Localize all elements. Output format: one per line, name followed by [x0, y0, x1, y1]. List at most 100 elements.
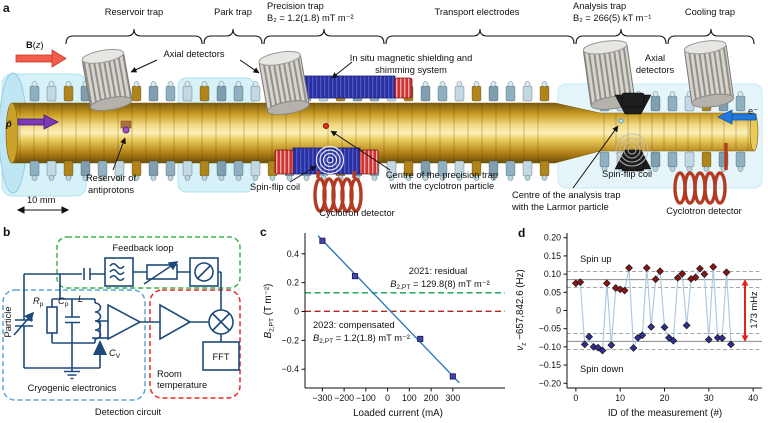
hardware-bolt [184, 81, 191, 87]
b-field-label: B(z) [26, 40, 44, 50]
hardware-bolt [439, 81, 446, 87]
d-y-tick-label: −0.20 [539, 378, 561, 388]
panel-a-apparatus: a Reservoir trap Park trap Precision tra… [0, 1, 763, 218]
label-reservoir-2: antiprotons [88, 185, 134, 195]
hardware-bolt [252, 175, 259, 181]
d-data-point-spin-down [589, 342, 598, 351]
hardware-bolt [167, 175, 174, 181]
d-data-point-spin-up [722, 268, 731, 277]
hardware-nub [539, 160, 550, 177]
c-fit-line [317, 235, 460, 384]
hardware-nub [233, 85, 244, 102]
d-data-point-spin-up [673, 273, 682, 282]
c-x-tick-label: 0 [385, 393, 390, 403]
c-data-point [351, 273, 359, 280]
cyclotron-particle [323, 123, 329, 129]
label-analysis-trap: Analysis trap [573, 1, 626, 11]
hardware-nub [735, 95, 746, 112]
phase-shifter [189, 257, 219, 287]
tube-left-cap [5, 102, 19, 164]
rp-label: Rp [33, 296, 44, 308]
hardware-bolt [269, 175, 276, 181]
arrow-spin-flip-left [289, 165, 317, 183]
hardware-bolt [31, 175, 38, 181]
label-reservoir-trap: Reservoir trap [105, 7, 163, 17]
d-yaxis-label: νz −657,842.6 (Hz) [515, 269, 528, 350]
d-data-point-spin-down [682, 321, 691, 330]
feedback-loop-box [56, 236, 241, 289]
d-y-tick-label: −0.15 [539, 360, 561, 370]
hardware-bolt [524, 175, 531, 181]
hardware-bolt [235, 175, 242, 181]
antiproton-reservoir-particle [122, 126, 130, 134]
arrow-axial-left-1 [130, 59, 158, 73]
panel-a-label: a [3, 1, 10, 15]
label-axial-right-1: Axial [645, 53, 665, 63]
c-ann-2023-line1: 2023: compensated [313, 320, 395, 330]
section-brace [667, 28, 755, 45]
cryo-amplifier [107, 303, 142, 341]
room-label-2: temperature [157, 380, 207, 390]
d-data-point-spin-down [629, 344, 638, 352]
hardware-bolt [201, 81, 208, 87]
hardware-nub [46, 160, 57, 177]
c-yaxis-label: B2,PT (T m⁻²) [263, 284, 276, 339]
hardware-nub [250, 85, 261, 102]
c-data-point [417, 335, 424, 342]
l-label: L [78, 294, 83, 304]
pbar-label: p̄ [5, 119, 12, 129]
filter-block [104, 257, 134, 287]
section-brace [575, 28, 667, 45]
d-x-tick-label: 30 [704, 393, 714, 403]
hardware-bolt [116, 175, 123, 181]
c-x-tick-label: 200 [424, 393, 439, 403]
room-label-1: Room [157, 369, 182, 379]
hardware-bolt [490, 175, 497, 181]
label-centre-pt-2: with the cyclotron particle [389, 181, 494, 191]
d-data-point-spin-down [638, 331, 647, 340]
c-y-tick-label: 0.4 [287, 249, 299, 259]
panel-d-label: d [518, 226, 525, 240]
hardware-nub [522, 85, 533, 102]
cyclotron-detector-right-coil [673, 143, 728, 205]
hardware-bolt [133, 81, 140, 87]
c-y-tick-label: 0 [294, 307, 299, 317]
d-data-point-spin-down [585, 332, 594, 341]
d-data-point-spin-up [656, 267, 664, 276]
d-spin-up-label: Spin up [580, 254, 612, 264]
b-field-arrow [15, 49, 67, 68]
d-data-point-spin-down [607, 341, 616, 349]
axial-detector-precision [258, 50, 310, 116]
label-spin-flip-left: Spin-flip coil [250, 182, 300, 192]
hardware-nub [148, 160, 159, 177]
label-centre-at-2: with the Larmor particle [511, 202, 609, 212]
hardware-bolt [82, 175, 89, 181]
axial-detector-cooling [683, 40, 735, 108]
d-data-point-spin-up [625, 264, 633, 272]
label-axial-detectors-left: Axial detectors [164, 49, 225, 59]
hardware-bolt [422, 81, 429, 87]
hardware-bolt [218, 175, 225, 181]
hardware-bolt [65, 81, 72, 87]
d-data-point-spin-up [696, 264, 704, 273]
particle-label: Particle [3, 306, 13, 337]
hardware-nub [684, 151, 695, 168]
d-data-point-spin-down [660, 323, 669, 332]
hardware-bolt [669, 166, 676, 172]
hardware-bolt [286, 175, 293, 181]
hardware-nub [63, 160, 74, 177]
label-cooling-trap: Cooling trap [685, 7, 735, 17]
scale-bar [16, 206, 70, 214]
d-y-tick-label: 0.05 [544, 287, 561, 297]
d-data-point-spin-down [647, 322, 656, 331]
cryogenic-electronics-box [2, 289, 146, 401]
hardware-nub [29, 160, 40, 177]
variable-attenuator [143, 261, 179, 285]
axial-detector-reservoir [81, 48, 133, 112]
hardware-bolt [150, 81, 157, 87]
varactor-cv [92, 337, 108, 355]
hardware-nub [199, 160, 210, 177]
section-braces [65, 28, 755, 45]
label-reservoir-1: Reservoir of [86, 173, 137, 183]
